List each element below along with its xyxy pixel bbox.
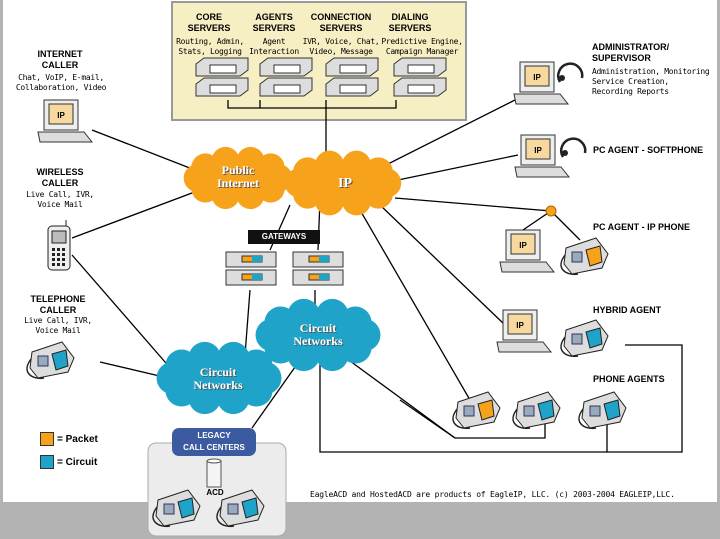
legend-packet-label: = Packet xyxy=(57,433,98,445)
wireless-circuit-line xyxy=(71,254,173,371)
admin-headset-icon xyxy=(557,62,584,83)
internet-caller-line xyxy=(91,129,201,173)
gateway-server-icon-1 xyxy=(225,251,277,286)
connection-lines xyxy=(71,99,683,453)
admin-computer-icon: IP xyxy=(513,61,570,105)
legend-circuit: = Circuit xyxy=(40,455,97,469)
gateway-circuit-line xyxy=(244,289,251,356)
wireless-caller-title: WIRELESS CALLER xyxy=(36,167,84,188)
cloud-label-circuit-right: Circuit Networks xyxy=(293,321,343,348)
admin-line xyxy=(379,99,516,169)
phone-agent-phone-icon-3 xyxy=(578,391,627,430)
admin-desc: Administration, Monitoring Service Creat… xyxy=(592,67,710,96)
hybrid-line xyxy=(379,204,506,326)
acd-server-icon xyxy=(206,458,222,488)
circuit-phone-line xyxy=(334,349,456,439)
svg-text:IP: IP xyxy=(519,241,527,250)
server-bus-line xyxy=(227,100,397,109)
softphone-line xyxy=(397,154,519,181)
circuit-swatch xyxy=(40,455,54,469)
circuit-networks-cloud-right xyxy=(255,298,381,372)
legacy-line xyxy=(251,359,301,429)
cloud-label-ip: IP xyxy=(338,176,352,191)
softphone-headset-icon xyxy=(560,137,587,158)
server-stack-icon-2 xyxy=(325,57,379,97)
hybrid-computer-icon: IP xyxy=(496,309,553,353)
phone-agent-phone-icon-2 xyxy=(512,391,561,430)
telephone-caller-line xyxy=(99,361,169,379)
agents-servers-title: AGENTS SERVERS xyxy=(252,12,296,33)
circuit-loop-line xyxy=(319,344,683,453)
server-stack-icon-1 xyxy=(259,57,313,97)
telephone-caller-desc: Live Call, IVR, Voice Mail xyxy=(24,316,92,335)
connection-servers-title: CONNECTION SERVERS xyxy=(310,12,372,33)
wireless-internet-line xyxy=(71,189,201,239)
ip-phone-icon xyxy=(560,237,609,276)
svg-text:IP: IP xyxy=(57,111,65,120)
phone-agent-ip-phone-icon xyxy=(452,391,501,430)
gateways-label: GATEWAYS xyxy=(248,230,320,244)
hybrid-title: HYBRID AGENT xyxy=(593,305,662,315)
dialing-servers-title: DIALING SERVERS xyxy=(388,12,432,33)
gateway-server-icon-2 xyxy=(292,251,344,286)
internet-caller-desc: Chat, VoIP, E-mail, Collaboration, Video xyxy=(15,73,107,92)
acd-label: ACD xyxy=(206,488,224,497)
internet-caller-computer-icon: IP xyxy=(37,99,94,143)
svg-text:IP: IP xyxy=(534,146,542,155)
public-internet-cloud xyxy=(183,146,293,210)
ip-cloud xyxy=(284,150,402,216)
core-servers-title: CORE SERVERS xyxy=(187,12,231,33)
ipphone-computer-icon: IP xyxy=(499,229,556,273)
softphone-title: PC AGENT - SOFTPHONE xyxy=(593,145,704,155)
svg-text:IP: IP xyxy=(533,73,541,82)
copyright-text: EagleACD and HostedACD are products of E… xyxy=(310,490,675,499)
packet-swatch xyxy=(40,432,54,446)
ipphone-line xyxy=(394,197,552,212)
phone-agents-line xyxy=(399,399,546,439)
legend-packet: = Packet xyxy=(40,432,98,446)
internet-caller-title: INTERNET CALLER xyxy=(37,49,83,70)
cloud-label-circuit-left: Circuit Networks xyxy=(193,365,243,392)
wireless-caller-desc: Live Call, IVR, Voice Mail xyxy=(26,190,94,209)
circuit-networks-cloud-left xyxy=(156,341,282,415)
svg-text:IP: IP xyxy=(516,321,524,330)
ipphone-title: PC AGENT - IP PHONE xyxy=(593,222,691,232)
telephone-caller-phone-icon xyxy=(26,341,75,380)
hybrid-phone-icon xyxy=(560,319,609,358)
softphone-computer-icon: IP xyxy=(514,134,571,178)
server-stack-icon-0 xyxy=(195,57,249,97)
wireless-phone-icon xyxy=(47,220,71,271)
server-stack-icon-3 xyxy=(393,57,447,97)
core-servers-desc: Routing, Admin, Stats, Logging xyxy=(176,37,244,56)
cloud-label-public-internet: Public Internet xyxy=(217,163,259,190)
legacy-phone-icon-2 xyxy=(216,489,265,528)
phone-agents-title: PHONE AGENTS xyxy=(593,374,665,384)
agents-servers-desc: Agent Interaction xyxy=(249,37,299,56)
dialing-servers-desc: Predictive Engine, Campaign Manager xyxy=(381,37,463,56)
admin-title: ADMINISTRATOR/ SUPERVISOR xyxy=(592,42,670,63)
legacy-phone-icon-1 xyxy=(152,489,201,528)
connection-servers-desc: IVR, Voice, Chat, Video, Message xyxy=(302,37,380,56)
telephone-caller-title: TELEPHONE CALLER xyxy=(30,294,86,315)
legacy-call-centers-label: LEGACY CALL CENTERS xyxy=(172,428,256,456)
ip-phone-junction-dot xyxy=(545,205,557,217)
phone-agent-ip-line xyxy=(359,209,471,401)
legend-circuit-label: = Circuit xyxy=(57,456,98,468)
